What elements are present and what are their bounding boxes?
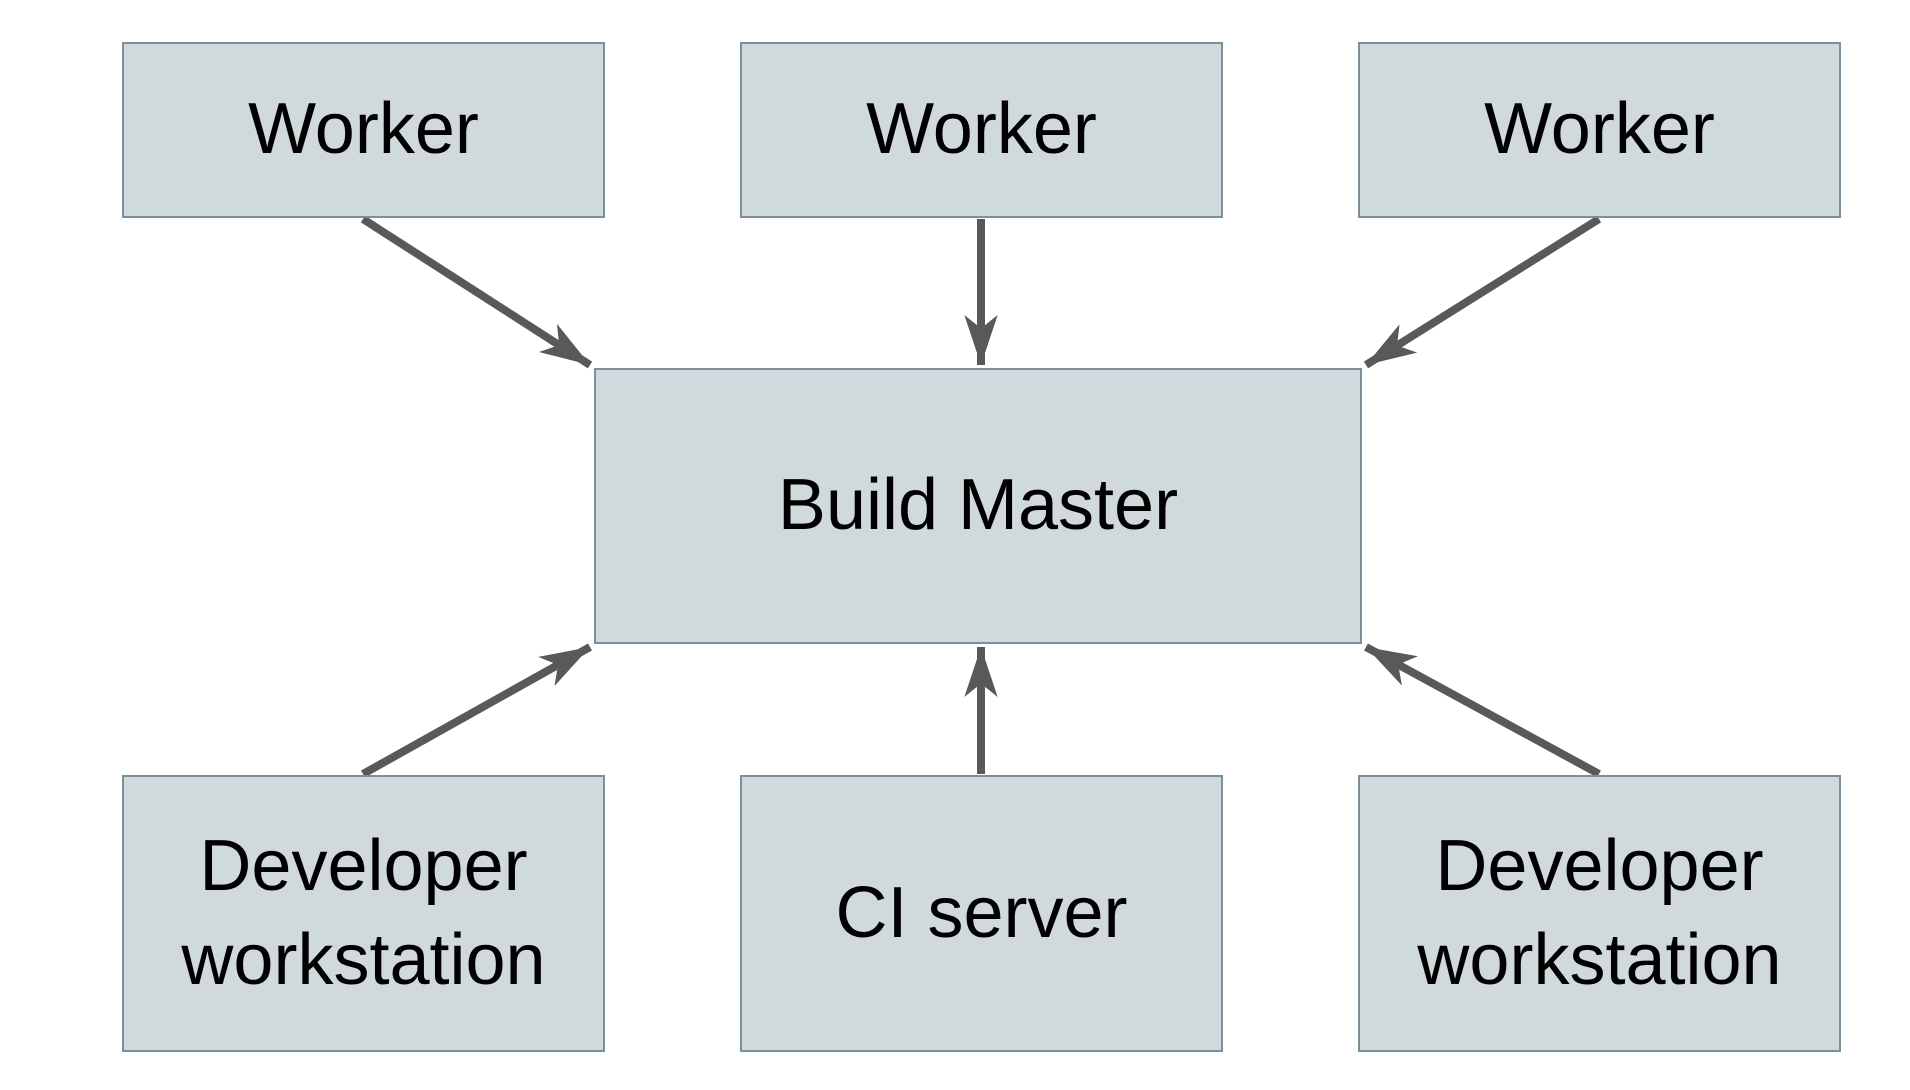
node-worker-top-right: Worker: [1358, 42, 1841, 218]
edge-dev-right-to-build-master: [1364, 643, 1601, 778]
node-worker-top-center: Worker: [740, 42, 1223, 218]
node-dev-workstation-left: Developer workstation: [122, 775, 605, 1052]
node-build-master-label: Build Master: [777, 465, 1179, 546]
node-ci-server: CI server: [740, 775, 1223, 1052]
node-dev-workstation-right-label: Developer workstation: [1417, 825, 1782, 1000]
edge-worker-left-to-build-master: [360, 215, 593, 369]
edge-dev-left-to-build-master: [361, 643, 592, 778]
node-build-master: Build Master: [594, 368, 1362, 644]
node-worker-top-center-label: Worker: [866, 89, 1097, 170]
node-dev-workstation-left-label: Developer workstation: [181, 825, 546, 1000]
node-dev-workstation-right: Developer workstation: [1358, 775, 1841, 1052]
node-worker-top-left: Worker: [122, 42, 605, 218]
node-worker-top-left-label: Worker: [248, 89, 479, 170]
node-ci-server-label: CI server: [835, 872, 1128, 953]
edge-worker-right-to-build-master: [1363, 215, 1602, 369]
node-worker-top-right-label: Worker: [1484, 89, 1715, 170]
